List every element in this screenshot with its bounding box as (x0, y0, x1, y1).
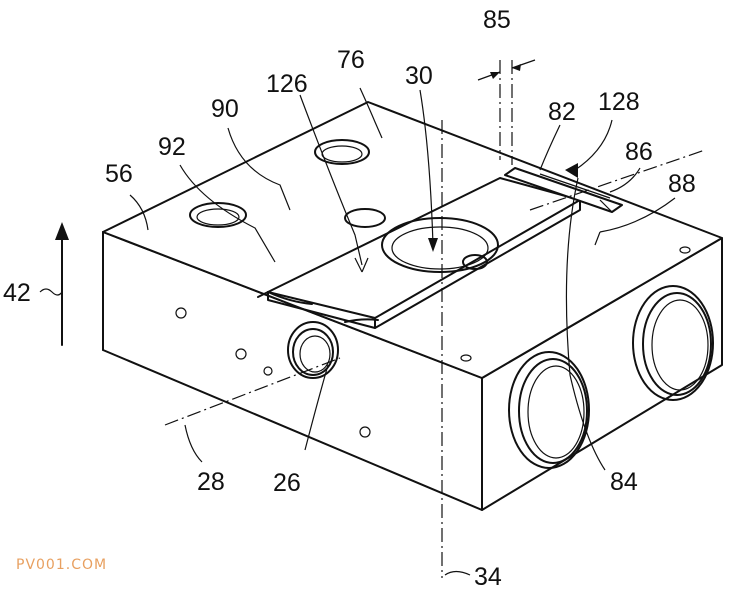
leaders (129, 87, 676, 576)
arrow-42 (39, 222, 69, 346)
label-76: 76 (337, 46, 365, 74)
labels: 85 76 30 126 90 92 56 82 128 86 88 42 28… (3, 6, 696, 591)
port-26 (287, 321, 339, 379)
label-28: 28 (197, 468, 225, 496)
centerlines (164, 60, 706, 578)
label-26: 26 (273, 469, 301, 497)
left-face-holes (175, 307, 371, 438)
bore-84 (508, 351, 590, 469)
label-82: 82 (548, 98, 576, 126)
label-42: 42 (3, 279, 31, 307)
bore-30 (381, 217, 499, 273)
top-holes (189, 139, 691, 362)
label-90: 90 (211, 95, 239, 123)
label-86: 86 (625, 138, 653, 166)
label-34: 34 (474, 563, 502, 591)
label-88: 88 (668, 170, 696, 198)
bore-88 (632, 285, 714, 401)
hole-76 (314, 139, 370, 165)
watermark: PV001.COM (16, 557, 108, 573)
label-128: 128 (598, 88, 640, 116)
label-92: 92 (158, 133, 186, 161)
hole-126 (344, 208, 386, 228)
hole-92 (189, 202, 247, 228)
label-84: 84 (610, 468, 638, 496)
label-56: 56 (105, 160, 133, 188)
dimension-85 (477, 59, 536, 81)
label-30: 30 (405, 62, 433, 90)
label-126: 126 (266, 70, 308, 98)
label-85: 85 (483, 6, 511, 34)
top-strip (504, 167, 623, 213)
right-face-bores (508, 285, 714, 469)
